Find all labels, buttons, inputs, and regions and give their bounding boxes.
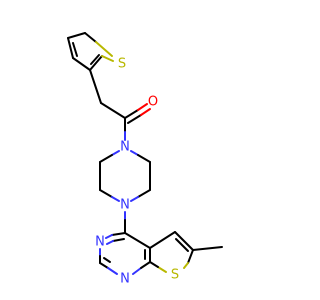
nitrogen-atom-label: N bbox=[120, 198, 130, 213]
bond bbox=[130, 150, 139, 156]
bond bbox=[175, 238, 189, 252]
bond bbox=[89, 55, 103, 71]
bond bbox=[90, 54, 100, 65]
bond bbox=[99, 262, 109, 269]
bond bbox=[100, 102, 126, 119]
bond bbox=[137, 103, 148, 111]
bond bbox=[140, 108, 151, 116]
thiophene-ring: S bbox=[67, 32, 126, 72]
bond bbox=[124, 232, 151, 249]
bond bbox=[187, 249, 194, 264]
bond bbox=[111, 196, 120, 202]
acetyl-linker: O bbox=[89, 69, 158, 141]
bond bbox=[111, 150, 120, 156]
oxygen-atom-label: O bbox=[148, 95, 158, 110]
bond bbox=[137, 154, 151, 163]
bond bbox=[140, 261, 151, 269]
pyrimidine-ring: N N bbox=[95, 232, 151, 287]
bond bbox=[137, 189, 151, 198]
bond bbox=[124, 109, 139, 119]
bond bbox=[101, 55, 114, 62]
bond bbox=[99, 154, 113, 163]
sulfur-atom-label: S bbox=[118, 57, 126, 72]
bond bbox=[174, 231, 194, 251]
bond bbox=[111, 232, 126, 236]
bond bbox=[105, 234, 113, 239]
bond bbox=[106, 240, 114, 245]
bond bbox=[72, 42, 78, 57]
piperazine-ring: N N bbox=[99, 140, 151, 234]
nitrogen-atom-label: N bbox=[95, 235, 105, 250]
bond bbox=[84, 32, 97, 43]
bond bbox=[183, 262, 189, 269]
bond bbox=[149, 261, 159, 268]
bond bbox=[157, 266, 167, 273]
bond bbox=[99, 189, 113, 198]
nitrogen-atom-label: N bbox=[120, 140, 130, 155]
bond bbox=[72, 57, 91, 71]
bond bbox=[149, 231, 176, 249]
bond bbox=[107, 267, 118, 275]
bond bbox=[132, 267, 142, 275]
bond bbox=[112, 238, 125, 242]
bond bbox=[130, 196, 139, 202]
bond bbox=[127, 114, 142, 124]
bond bbox=[67, 37, 74, 59]
bond bbox=[103, 257, 111, 263]
sulfur-atom-label: S bbox=[171, 268, 179, 283]
nitrogen-atom-label: N bbox=[120, 272, 130, 287]
bond bbox=[89, 69, 102, 104]
bond bbox=[67, 32, 86, 39]
molecule-structure: S O N N N bbox=[67, 32, 223, 287]
methyl-bond bbox=[192, 246, 223, 251]
thieno-ring: S bbox=[149, 231, 223, 283]
bond bbox=[95, 41, 113, 57]
